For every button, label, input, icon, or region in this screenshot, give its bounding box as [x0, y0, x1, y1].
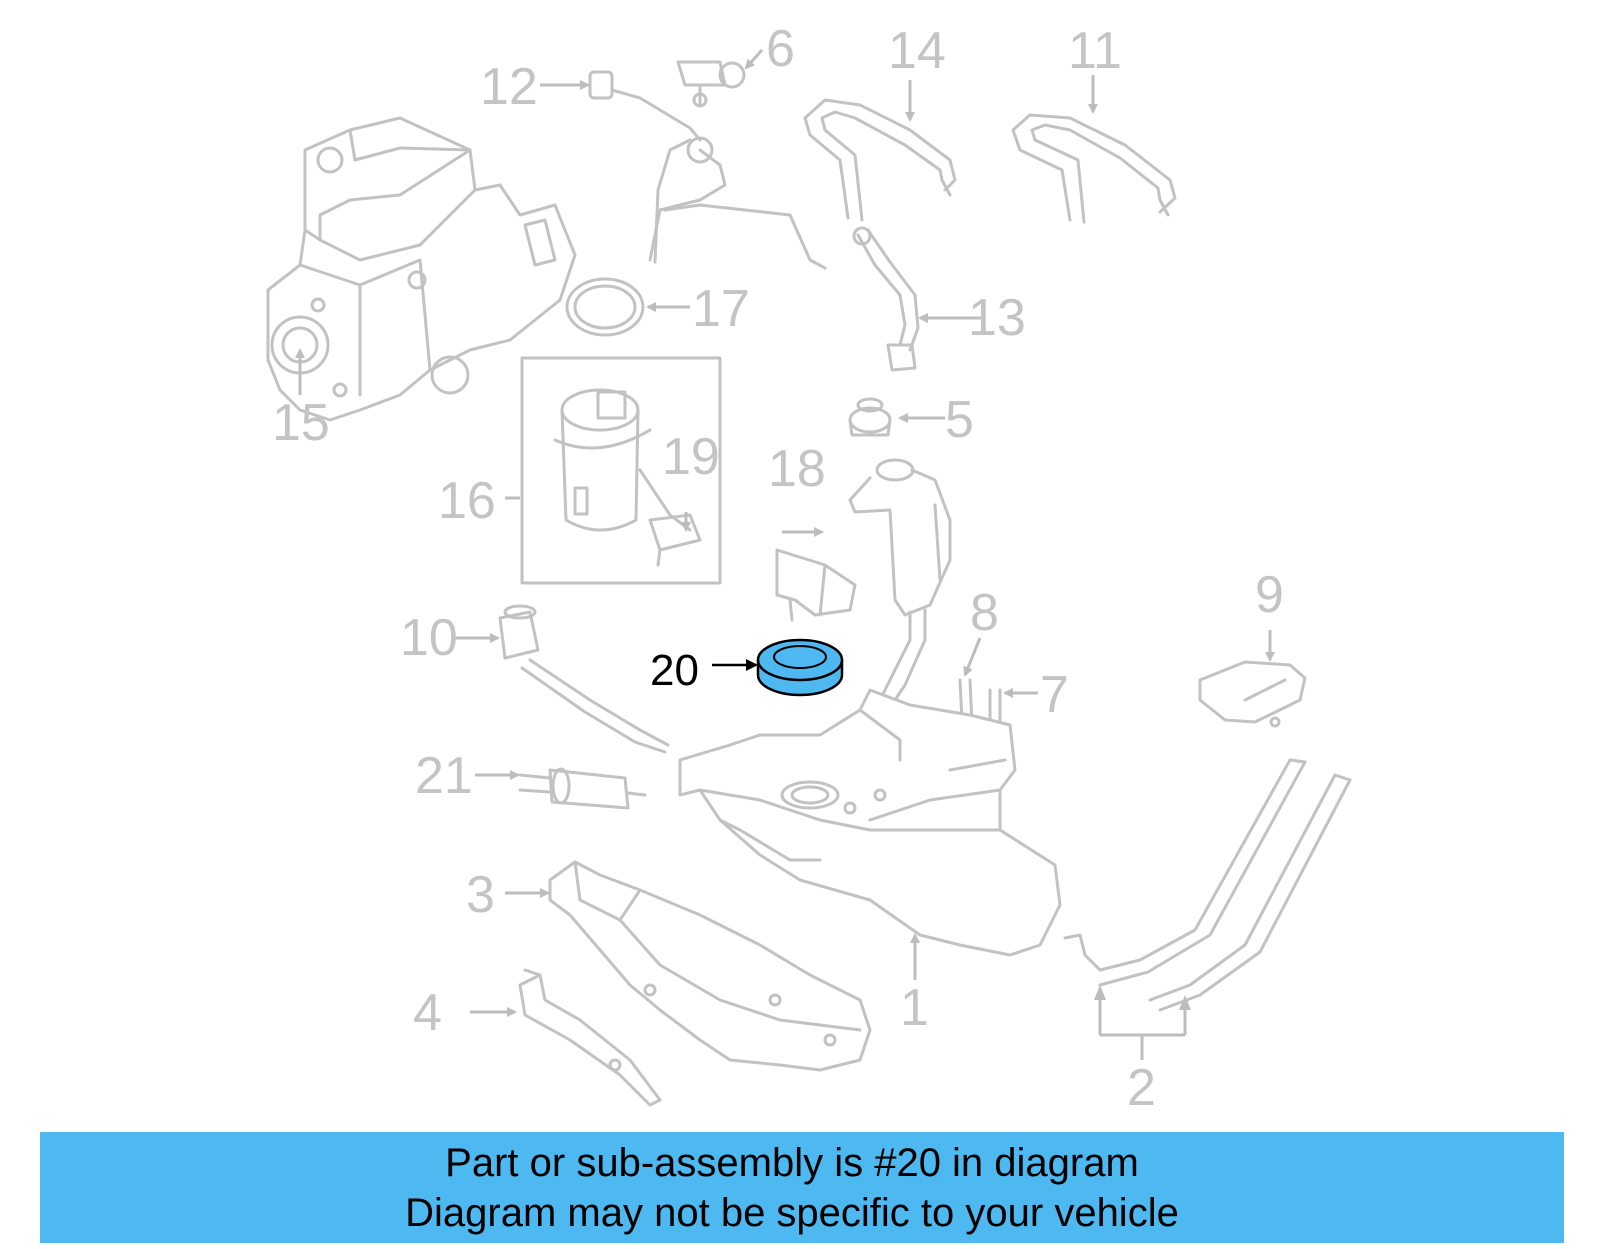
callout-10: 10: [400, 609, 458, 667]
callout-17: 17: [692, 280, 750, 338]
part-15-injection-pump: [266, 116, 577, 422]
filler-neck: [848, 458, 952, 702]
part-3-heat-shield: [548, 860, 872, 1072]
part-4-bracket: [518, 968, 662, 1107]
callout-5: 5: [945, 391, 974, 449]
callout-4: 4: [413, 984, 442, 1042]
callout-7: 7: [1040, 666, 1069, 724]
part-10-valve: [498, 604, 670, 754]
part-16-pump-module: [520, 356, 722, 585]
callout-13: 13: [968, 289, 1026, 347]
callout-16: 16: [438, 472, 496, 530]
part-13-hose: [852, 226, 920, 372]
part-21-fuel-filter: [518, 767, 647, 810]
callout-1: 1: [900, 979, 929, 1037]
caption-line-1: Part or sub-assembly is #20 in diagram: [445, 1141, 1139, 1185]
callout-9: 9: [1255, 566, 1284, 624]
part-6-valve: [676, 60, 746, 108]
callout-2: 2: [1127, 1059, 1156, 1117]
part-11-hose: [1011, 113, 1177, 224]
callout-18: 18: [768, 440, 826, 498]
callout-21: 21: [415, 747, 473, 805]
part-2-straps: [1063, 758, 1352, 1012]
part-20-gasket: [756, 638, 844, 697]
caption-bar: Part or sub-assembly is #20 in diagram D…: [40, 1132, 1564, 1243]
callout-19: 19: [662, 428, 720, 486]
part-18-bracket: [775, 548, 857, 622]
part-14-hose: [803, 98, 957, 222]
callout-11: 11: [1068, 22, 1122, 80]
part-17-seal-ring: [565, 277, 645, 337]
callout-6: 6: [766, 20, 795, 78]
part-1-fuel-tank: [678, 688, 1062, 957]
caption-line-2: Diagram may not be specific to your vehi…: [405, 1191, 1179, 1235]
callout-14: 14: [888, 22, 946, 80]
callout-8: 8: [970, 584, 999, 642]
callout-12: 12: [480, 58, 538, 116]
part-9-clamp: [1198, 660, 1307, 728]
callout-20: 20: [650, 646, 699, 695]
part-12-return-line: [588, 70, 827, 270]
part-5-fuel-cap: [848, 397, 892, 437]
callout-15: 15: [272, 394, 330, 452]
callout-3: 3: [466, 866, 495, 924]
